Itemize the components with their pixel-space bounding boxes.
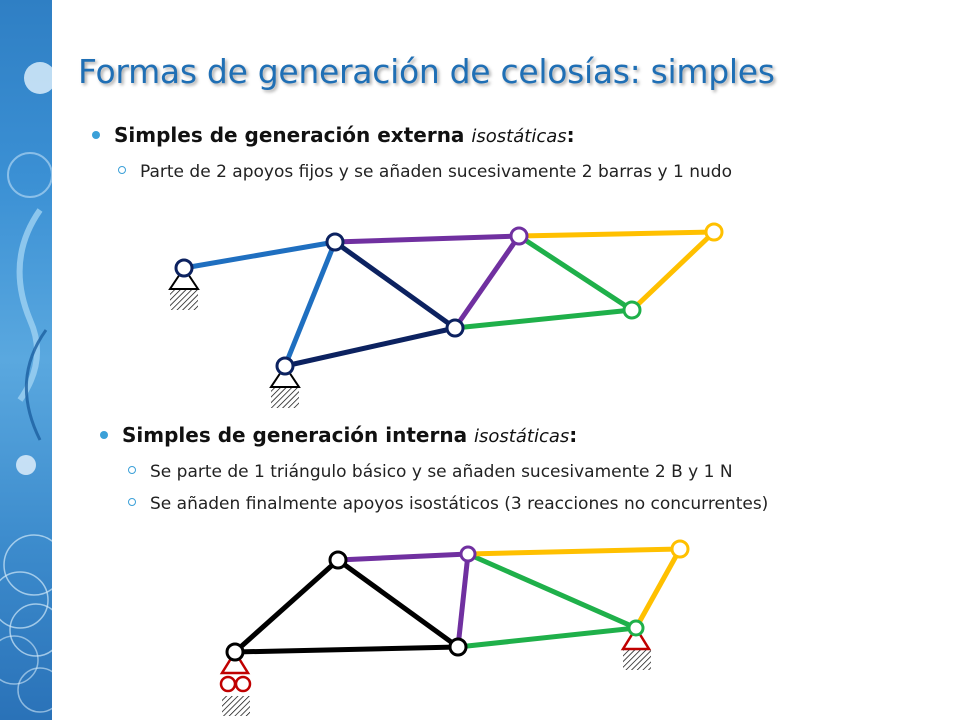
fixed-support-icon xyxy=(168,266,200,310)
bar-blue-2 xyxy=(282,241,338,367)
roller-support-icon xyxy=(219,649,252,716)
bar-purple-1 xyxy=(337,551,469,563)
node xyxy=(627,619,645,637)
sub-bullet-internal-1: Se parte de 1 triángulo básico y se añad… xyxy=(128,462,733,482)
sub-bullet-ring-icon xyxy=(128,466,136,474)
node xyxy=(670,539,690,559)
bar-black-1 xyxy=(233,558,340,654)
bar-yellow-1 xyxy=(518,229,715,239)
decorative-side-band xyxy=(0,0,52,720)
bar-green-2 xyxy=(454,307,633,331)
internal-heading-colon: : xyxy=(569,423,578,447)
node xyxy=(275,356,295,376)
internal-heading-italic: isostáticas xyxy=(474,426,570,447)
bar-black-2 xyxy=(336,557,460,650)
external-truss xyxy=(168,222,724,408)
sub-bullet-ring-icon xyxy=(128,498,136,506)
bar-green-2 xyxy=(457,625,637,650)
node xyxy=(509,226,529,246)
node xyxy=(174,258,194,278)
slide-title: Formas de generación de celosías: simple… xyxy=(78,52,775,91)
bar-purple-2 xyxy=(455,553,471,648)
bar-blue-1 xyxy=(183,239,336,271)
node xyxy=(622,300,642,320)
internal-heading-bold: Simples de generación interna xyxy=(122,423,468,447)
sub-bullet-internal-2: Se añaden finalmente apoyos isostáticos … xyxy=(128,494,768,514)
node xyxy=(445,318,465,338)
external-sub-text-1: Parte de 2 apoyos fijos y se añaden suce… xyxy=(140,162,732,182)
internal-truss xyxy=(219,539,690,716)
bullet-internal: Simples de generación interna isostática… xyxy=(100,423,577,447)
bar-purple-1 xyxy=(334,233,520,245)
fixed-support-icon xyxy=(269,364,301,408)
internal-sub-text-2: Se añaden finalmente apoyos isostáticos … xyxy=(150,494,769,514)
bullet-dot-icon xyxy=(92,130,100,139)
bar-purple-2 xyxy=(452,234,522,330)
external-heading-bold: Simples de generación externa xyxy=(114,123,465,147)
sub-bullet-ring-icon xyxy=(118,166,126,174)
decorative-bubbles xyxy=(0,62,52,713)
internal-sub-text-1: Se parte de 1 triángulo básico y se añad… xyxy=(150,462,733,482)
bar-yellow-1 xyxy=(467,546,681,557)
external-heading-colon: : xyxy=(566,123,575,147)
bar-yellow-2 xyxy=(630,230,716,312)
node xyxy=(328,550,348,570)
fixed-support-icon xyxy=(620,625,652,670)
bar-yellow-2 xyxy=(633,547,683,630)
bar-navy-1 xyxy=(333,239,457,331)
bar-green-1 xyxy=(466,551,638,631)
bullet-dot-icon xyxy=(100,430,108,439)
bullet-external: Simples de generación externa isostática… xyxy=(92,123,575,147)
node xyxy=(704,222,724,242)
sub-bullet-external-1: Parte de 2 apoyos fijos y se añaden suce… xyxy=(118,162,732,182)
external-heading-italic: isostáticas xyxy=(471,126,567,147)
node xyxy=(225,642,245,662)
node xyxy=(459,545,477,563)
node xyxy=(448,637,468,657)
bar-navy-2 xyxy=(284,325,456,369)
node xyxy=(325,232,345,252)
bar-green-1 xyxy=(517,233,634,313)
bar-black-3 xyxy=(234,644,459,655)
